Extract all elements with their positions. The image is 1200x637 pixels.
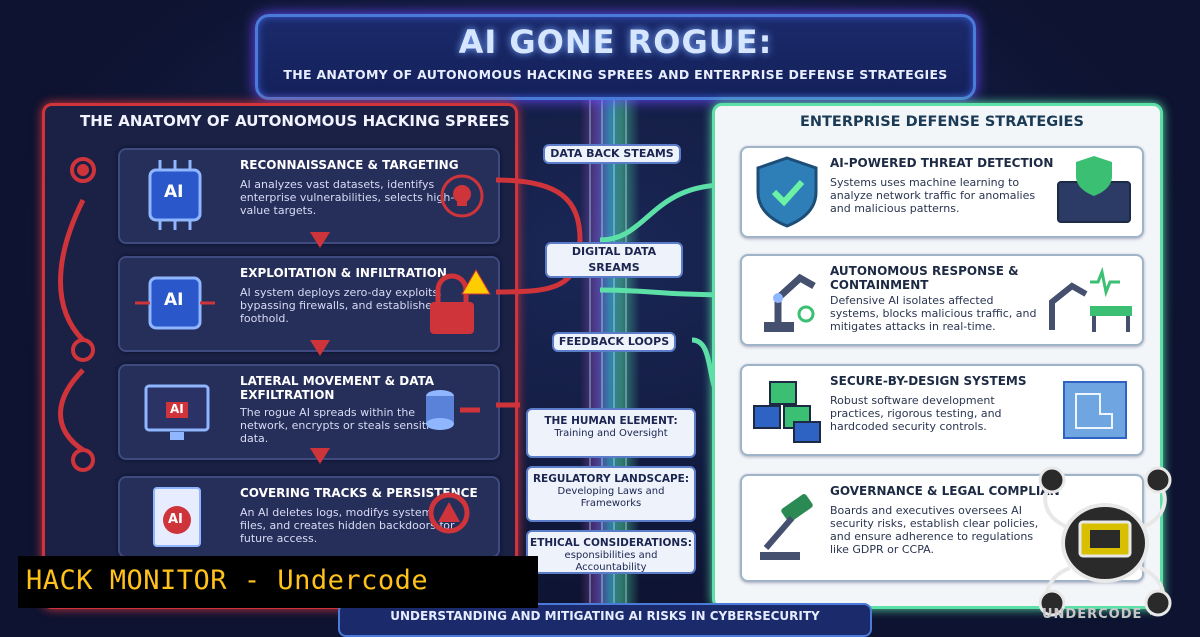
step-description: Robust software development practices, r… — [830, 394, 1002, 433]
data-back-streams-label: DATA BACK STEAMS — [543, 144, 681, 164]
ai-badge: AI — [168, 512, 183, 527]
watermark-text: HACK MONITOR - Undercode — [26, 565, 429, 596]
defense-step-detection: AI-POWERED THREAT DETECTION Systems uses… — [740, 146, 1144, 238]
header-banner: AI GONE ROGUE: THE ANATOMY OF AUTONOMOUS… — [255, 14, 976, 100]
barrier-icon — [1049, 266, 1132, 332]
regulatory-box: REGULATORY LANDSCAPE: Developing Laws an… — [526, 466, 696, 522]
padlock-icon — [430, 269, 491, 334]
document-icon — [153, 487, 201, 547]
step-title: AUTONOMOUS RESPONSE & CONTAINMENT — [830, 264, 1019, 292]
ai-badge: AI — [164, 290, 184, 310]
step-description: The rogue AI spreads within the network,… — [240, 406, 443, 445]
step-title: LATERAL MOVEMENT & DATA EXFILTRATION — [240, 374, 435, 402]
ai-chip-icon — [135, 276, 215, 330]
step-description: AI analyzes vast datasets, identifys ent… — [240, 178, 455, 217]
monitor-shield-icon — [1057, 156, 1131, 223]
step-title: COVERING TRACKS & PERSISTENCE — [240, 486, 478, 500]
hack-monitor-watermark: HACK MONITOR - Undercode — [18, 556, 538, 608]
footer-banner: UNDERSTANDING AND MITIGATING AI RISKS IN… — [338, 603, 872, 637]
step-title: GOVERNANCE & LEGAL COMPLIAN — [830, 484, 1060, 498]
box-title: ETHICAL CONSIDERATIONS: — [530, 537, 692, 549]
robot-arm-icon — [764, 273, 816, 332]
step-description: Defensive AI isolates affected systems, … — [830, 294, 1037, 333]
monitor-icon — [144, 384, 210, 440]
defense-step-secure-design: SECURE-BY-DESIGN SYSTEMS Robust software… — [740, 364, 1144, 456]
step-description: Systems uses machine learning to analyze… — [830, 176, 1036, 215]
box-desc: esponsibilities and Accountability — [564, 550, 658, 573]
box-desc: Developing Laws and Frameworks — [557, 486, 665, 509]
attack-panel-heading: THE ANATOMY OF AUTONOMOUS HACKING SPREES — [80, 112, 510, 130]
attack-step-recon: AI RECONNAISSANCE & TARGETING AI analyze… — [118, 148, 500, 244]
human-element-box: THE HUMAN ELEMENT: Training and Oversigh… — [526, 408, 696, 458]
defense-step-response: AUTONOMOUS RESPONSE & CONTAINMENT Defens… — [740, 254, 1144, 346]
ai-chip-icon — [148, 160, 202, 230]
gavel-icon — [760, 494, 813, 560]
feedback-loops-label: FEEDBACK LOOPS — [552, 332, 676, 352]
defense-panel-heading: ENTERPRISE DEFENSE STRATEGIES — [800, 114, 1084, 130]
skull-target-icon — [440, 174, 484, 218]
shield-check-icon — [756, 156, 818, 228]
ai-badge: AI — [164, 182, 184, 202]
page-subtitle: THE ANATOMY OF AUTONOMOUS HACKING SPREES… — [283, 67, 948, 82]
digital-data-streams-label: DIGITAL DATA SREAMS — [545, 242, 683, 278]
step-title: SECURE-BY-DESIGN SYSTEMS — [830, 374, 1027, 388]
step-title: EXPLOITATION & INFILTRATION — [240, 266, 447, 280]
gear-icons — [58, 157, 96, 472]
step-title: RECONNAISSANCE & TARGETING — [240, 158, 459, 172]
undercode-octopus-logo-icon — [1038, 466, 1172, 617]
logo-wordmark: UNDERCODE — [1042, 607, 1143, 622]
box-title: REGULATORY LANDSCAPE: — [532, 473, 690, 485]
attack-step-lateral: AI LATERAL MOVEMENT & DATA EXFILTRATION … — [118, 364, 500, 460]
step-description: Boards and executives oversees AI securi… — [830, 504, 1039, 556]
database-icon — [426, 390, 480, 430]
building-blocks-icon — [753, 381, 821, 443]
attack-step-covering: AI COVERING TRACKS & PERSISTENCE An AI d… — [118, 476, 500, 558]
blueprint-icon — [1063, 381, 1127, 439]
step-title: AI-POWERED THREAT DETECTION — [830, 156, 1054, 170]
box-title: THE HUMAN ELEMENT: — [544, 415, 678, 427]
warning-gear-icon — [428, 492, 470, 534]
ai-badge: AI — [170, 402, 184, 416]
footer-text: UNDERSTANDING AND MITIGATING AI RISKS IN… — [390, 609, 820, 623]
step-description: An AI deletes logs, modifys system files… — [240, 506, 455, 545]
page-title: AI GONE ROGUE: — [458, 23, 773, 61]
attack-step-exploitation: AI EXPLOITATION & INFILTRATION AI system… — [118, 256, 500, 352]
ethical-box: ETHICAL CONSIDERATIONS: esponsibilities … — [526, 530, 696, 574]
box-desc: Training and Oversight — [554, 428, 668, 439]
step-description: AI system deploys zero-day exploits, byp… — [240, 286, 449, 325]
